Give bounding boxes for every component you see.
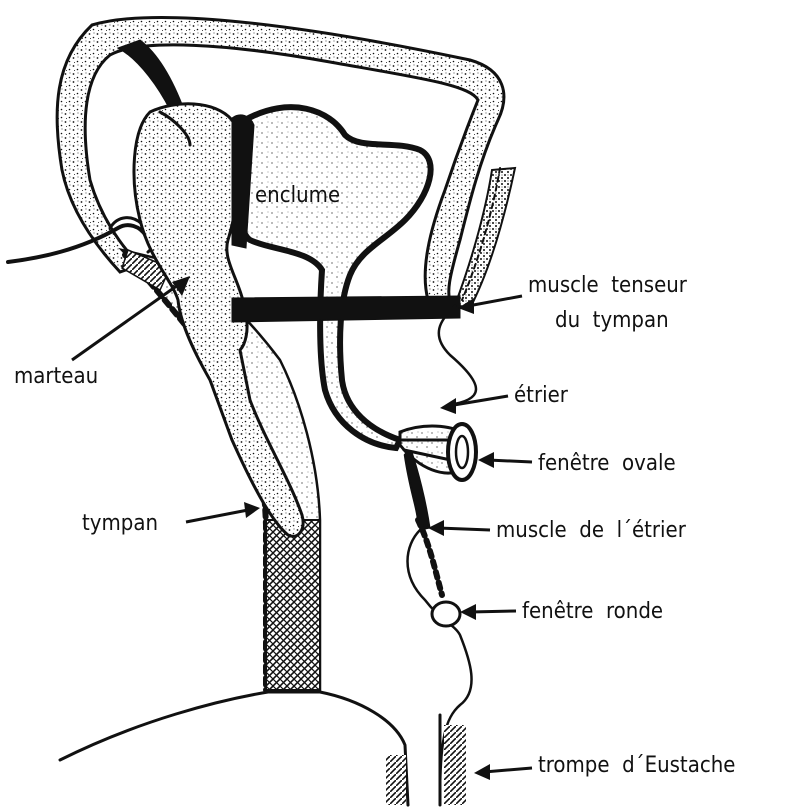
label-muscle-tenseur: muscle tenseur (528, 273, 688, 298)
superior-ligament (118, 40, 185, 112)
arrow-trompe-eustache (474, 764, 532, 780)
label-fenetre-ovale: fenêtre ovale (538, 451, 676, 476)
label-fenetre-ronde: fenêtre ronde (522, 599, 663, 624)
arrow-fenetre-ronde (460, 604, 516, 620)
label-du-tympan: du tympan (555, 308, 669, 333)
label-etrier: étrier (514, 383, 569, 408)
arrow-etrier (440, 396, 508, 414)
arrow-fenetre-ovale (478, 452, 532, 468)
label-marteau: marteau (14, 364, 98, 389)
label-muscle-etrier: muscle de l´étrier (496, 518, 687, 543)
arrow-tympan (186, 502, 260, 522)
round-window (432, 602, 460, 626)
label-tympan: tympan (82, 511, 158, 536)
stapedius-muscle (405, 452, 442, 595)
arrow-muscle-etrier (428, 520, 490, 536)
eustachian-tube (60, 692, 466, 805)
arrow-marteau (72, 276, 190, 360)
tensor-tympani-muscle (232, 296, 460, 322)
label-enclume: enclume (255, 183, 340, 208)
oval-window (448, 424, 476, 480)
label-trompe-eustache: trompe d´Eustache (538, 753, 735, 778)
